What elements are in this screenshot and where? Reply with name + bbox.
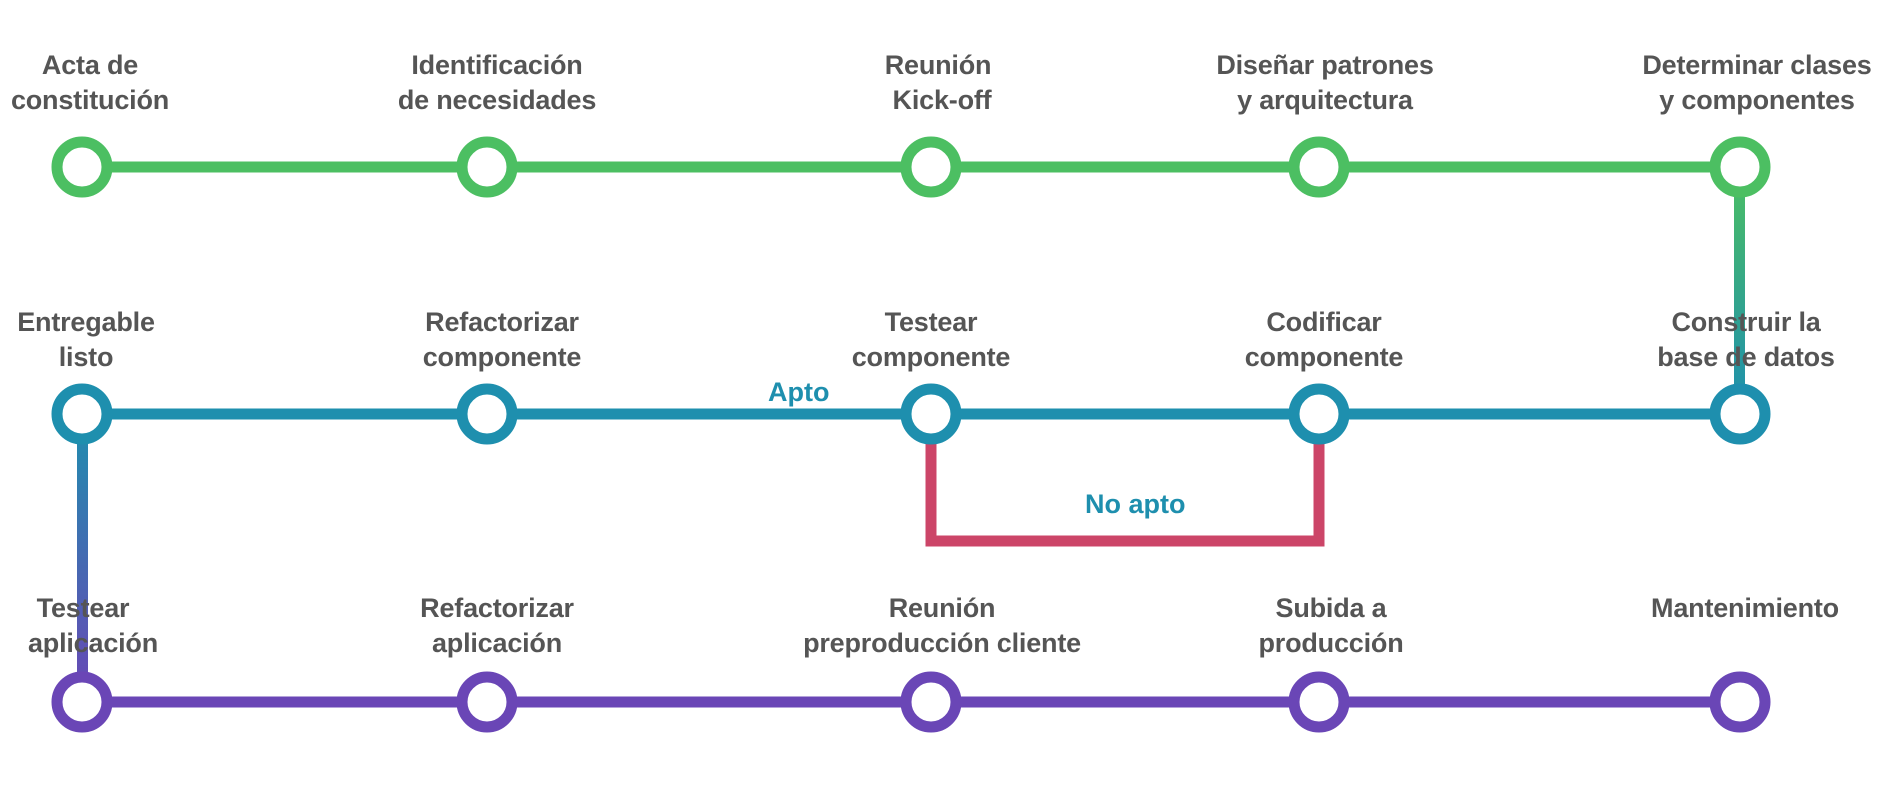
label-testear-componente: Testear componente bbox=[852, 305, 1011, 375]
label-line: Construir la bbox=[1671, 307, 1821, 337]
node-testear-aplicacion bbox=[51, 671, 113, 733]
node-refactorizar-aplicacion bbox=[456, 671, 518, 733]
label-line: Kick-off bbox=[892, 85, 992, 115]
label-codificar-componente: Codificar componente bbox=[1245, 305, 1404, 375]
label-acta-constitucion: Acta de constitución bbox=[11, 48, 169, 118]
label-line: aplicación bbox=[431, 628, 563, 658]
label-line: preproducción cliente bbox=[803, 628, 1081, 658]
label-refactorizar-aplicacion: Refactorizar aplicación bbox=[420, 591, 574, 661]
label-determinar-clases: Determinar clases y componentes bbox=[1642, 48, 1871, 118]
node-determinar-clases bbox=[1709, 136, 1771, 198]
node-reunion-preproduccion bbox=[900, 671, 962, 733]
label-line: constitución bbox=[10, 85, 170, 115]
label-line: y arquitectura bbox=[1237, 85, 1413, 115]
label-line: Testear bbox=[36, 593, 130, 623]
label-line: Determinar clases bbox=[1642, 50, 1872, 80]
label-entregable-listo: Entregable listo bbox=[17, 305, 155, 375]
connector-row1-row2 bbox=[1734, 168, 1745, 408]
node-reunion-kickoff bbox=[900, 136, 962, 198]
label-line: Reunión bbox=[888, 593, 996, 623]
label-line: de necesidades bbox=[397, 85, 597, 115]
connector-row2-row3 bbox=[77, 414, 88, 702]
label-construir-base-datos: Construir la base de datos bbox=[1657, 305, 1835, 375]
label-identificacion-necesidades: Identificación de necesidades bbox=[397, 48, 597, 118]
label-line: base de datos bbox=[1657, 342, 1835, 372]
label-subida-produccion: Subida a producción bbox=[1259, 591, 1404, 661]
label-mantenimiento: Mantenimiento bbox=[1651, 591, 1839, 626]
label-line: componente bbox=[851, 342, 1011, 372]
label-line: Identificación bbox=[411, 50, 583, 80]
label-line: componente bbox=[422, 342, 582, 372]
node-refactorizar-componente bbox=[456, 383, 518, 445]
edge-label-no-apto: No apto bbox=[1085, 489, 1186, 519]
node-entregable-listo bbox=[51, 383, 113, 445]
label-reunion-kickoff: Reunión Kick-off bbox=[885, 48, 992, 118]
label-line: listo bbox=[58, 342, 114, 372]
fail-loop-line bbox=[925, 438, 1325, 547]
node-subida-produccion bbox=[1288, 671, 1350, 733]
label-line: Refactorizar bbox=[420, 593, 574, 623]
label-line: aplicación bbox=[27, 628, 159, 658]
label-line: Codificar bbox=[1266, 307, 1382, 337]
label-testear-aplicacion: Testear aplicación bbox=[28, 591, 158, 661]
node-codificar-componente bbox=[1288, 383, 1350, 445]
label-line: Mantenimiento bbox=[1651, 593, 1839, 623]
label-line: Subida a bbox=[1275, 593, 1387, 623]
label-line: componente bbox=[1244, 342, 1404, 372]
label-line: producción bbox=[1258, 628, 1404, 658]
label-line: Acta de bbox=[41, 50, 139, 80]
label-line: Diseñar patrones bbox=[1216, 50, 1434, 80]
node-identificacion-necesidades bbox=[456, 136, 518, 198]
node-acta-constitucion bbox=[51, 136, 113, 198]
edge-label-apto: Apto bbox=[768, 377, 830, 407]
label-line: Reunión bbox=[884, 50, 992, 80]
label-line: Refactorizar bbox=[425, 307, 579, 337]
label-disenar-patrones: Diseñar patrones y arquitectura bbox=[1216, 48, 1434, 118]
label-line: y componentes bbox=[1659, 85, 1855, 115]
node-disenar-patrones bbox=[1288, 136, 1350, 198]
node-mantenimiento bbox=[1709, 671, 1771, 733]
label-line: Testear bbox=[884, 307, 978, 337]
node-testear-componente bbox=[900, 383, 962, 445]
label-reunion-preproduccion: Reunión preproducción cliente bbox=[803, 591, 1081, 661]
node-construir-base-datos bbox=[1709, 383, 1771, 445]
label-line: Entregable bbox=[17, 307, 155, 337]
label-refactorizar-componente: Refactorizar componente bbox=[423, 305, 582, 375]
